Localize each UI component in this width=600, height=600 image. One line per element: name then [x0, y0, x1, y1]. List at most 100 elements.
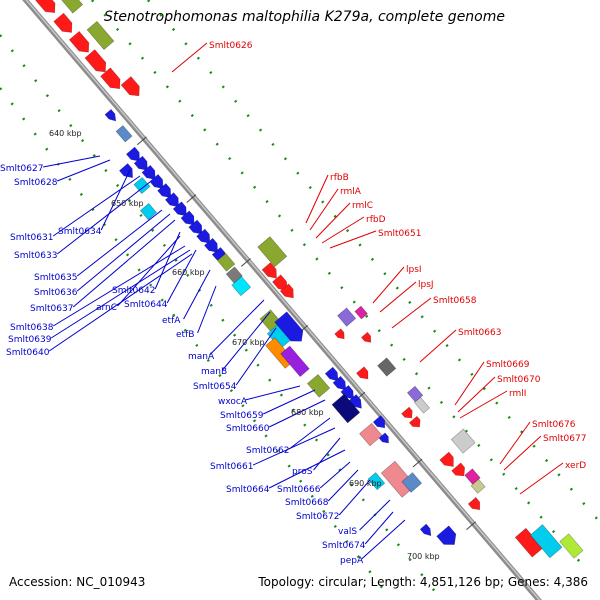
gene-feature — [119, 163, 133, 179]
leader-line — [315, 202, 351, 239]
gene-feature — [225, 266, 243, 284]
gene-feature — [180, 210, 195, 226]
reverse-gene-label: etfA — [162, 316, 181, 326]
leader-line — [76, 213, 171, 292]
gene-feature — [125, 146, 140, 162]
forward-gene-label: Smlt0658 — [433, 296, 477, 306]
reverse-gene-label: Smlt0654 — [193, 382, 237, 392]
gene-feature — [133, 176, 151, 195]
gene-feature — [279, 283, 294, 299]
leader-line — [327, 469, 359, 502]
gene-feature — [559, 533, 584, 559]
gene-feature — [157, 183, 172, 199]
gene-feature — [331, 393, 361, 424]
leader-line — [454, 361, 485, 406]
gene-feature — [164, 192, 179, 208]
leader-line — [372, 266, 405, 304]
leader-line — [235, 327, 277, 386]
gene-feature — [280, 345, 310, 378]
gene-feature — [378, 432, 389, 444]
tick-mark — [137, 136, 147, 146]
tick-label: 690 kbp — [349, 479, 382, 488]
gene-feature — [261, 262, 277, 279]
gene-feature — [68, 30, 90, 53]
gene-feature — [372, 415, 386, 429]
forward-gene-label: rfbB — [330, 173, 349, 183]
gene-feature — [529, 524, 563, 559]
tick-label: 680 kbp — [291, 408, 324, 417]
forward-gene-label: rfbD — [366, 215, 386, 225]
leader-line — [244, 385, 301, 401]
leader-line — [43, 155, 101, 168]
leader-line — [57, 159, 111, 182]
leader-line — [117, 235, 181, 307]
gene-feature — [133, 155, 148, 171]
reverse-gene-label: Smlt0674 — [322, 541, 366, 551]
gene-feature — [467, 497, 481, 511]
forward-gene-label: Smlt0677 — [543, 434, 586, 444]
leader-line — [262, 389, 316, 415]
leader-line — [457, 376, 496, 413]
reverse-gene-label: manA — [188, 352, 215, 362]
leader-line — [52, 175, 141, 237]
leader-line — [379, 281, 417, 313]
gene-feature — [450, 428, 476, 454]
reverse-gene-label: Smlt0627 — [0, 164, 43, 174]
reverse-gene-label: Smlt0668 — [285, 498, 329, 508]
tick-mark — [466, 521, 476, 530]
reverse-strand-genes — [104, 108, 457, 545]
leader-line — [391, 297, 432, 329]
reverse-gene-label: Smlt0642 — [112, 286, 155, 296]
gene-feature — [60, 0, 84, 14]
reverse-gene-label: arnC — [96, 303, 117, 313]
tick-mark — [412, 458, 423, 468]
gene-feature — [274, 311, 304, 342]
gene-feature — [359, 422, 383, 447]
tick-mark — [241, 258, 251, 267]
forward-gene-label: Smlt0669 — [486, 360, 530, 370]
gene-feature — [120, 76, 140, 97]
gene-feature — [84, 49, 107, 73]
forward-gene-label: Smlt0676 — [532, 420, 576, 430]
gene-feature — [451, 462, 465, 477]
gene-feature — [377, 357, 397, 377]
gene-feature — [334, 328, 345, 340]
gene-feature — [141, 164, 156, 180]
reverse-gene-label: Smlt0644 — [124, 300, 168, 310]
gene-feature — [406, 385, 424, 403]
forward-gene-label: Smlt0670 — [497, 375, 541, 385]
gene-feature — [332, 375, 347, 391]
tick-label: 660 kbp — [172, 268, 205, 277]
gene-feature — [196, 228, 211, 244]
leader-line — [364, 511, 394, 545]
leader-line — [252, 427, 336, 466]
tick-mark — [186, 194, 197, 203]
leader-line — [72, 219, 176, 308]
reverse-gene-label: Smlt0633 — [14, 251, 57, 261]
tick-label: 650 kbp — [111, 199, 144, 208]
leader-line — [359, 499, 391, 531]
leader-line — [499, 421, 531, 465]
genome-summary-text: Topology: circular; Length: 4,851,126 bp… — [258, 575, 588, 589]
gene-feature — [367, 472, 386, 491]
tick-label: 700 kbp — [407, 552, 440, 561]
reverse-gene-label: etfB — [176, 330, 194, 340]
forward-gene-labels: Smlt0626rfbBrmlArmlCrfbDSmlt0651lpsIlpsJ… — [171, 41, 586, 495]
leader-line — [222, 311, 271, 371]
leader-line — [338, 479, 371, 516]
reverse-gene-labels: Smlt0627Smlt0628Smlt0634Smlt0631Smlt0633… — [0, 155, 406, 566]
reverse-gene-label: Smlt0666 — [277, 485, 321, 495]
leader-line — [313, 437, 341, 471]
reverse-gene-label: Smlt0635 — [34, 273, 77, 283]
leader-line — [48, 253, 193, 352]
reverse-gene-label: valS — [338, 527, 357, 537]
leader-line — [183, 269, 211, 320]
gene-feature — [257, 236, 288, 268]
leader-line — [503, 435, 542, 471]
gene-feature — [361, 331, 372, 343]
leader-line — [309, 188, 339, 231]
reverse-gene-label: Smlt0662 — [246, 446, 289, 456]
